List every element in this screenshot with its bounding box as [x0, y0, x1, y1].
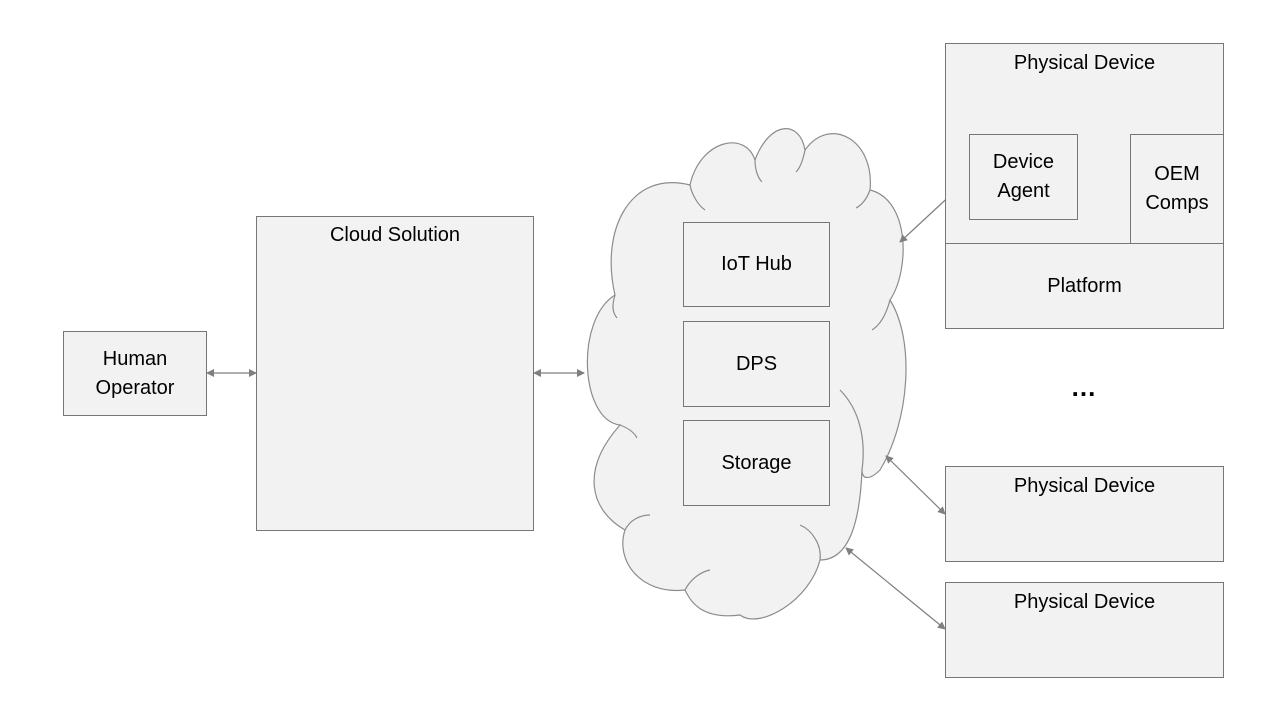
- oem-comps-line1: OEM: [1154, 163, 1200, 185]
- device-agent-line2: Agent: [997, 180, 1050, 202]
- oem-comps-box: OEM Comps: [1130, 134, 1224, 244]
- iot-hub-box: IoT Hub: [683, 222, 830, 307]
- storage-box: Storage: [683, 420, 830, 506]
- human-operator-box: Human Operator: [63, 331, 207, 416]
- platform-box: Platform: [945, 243, 1224, 329]
- device-agent-line1: Device: [992, 151, 1055, 173]
- device-agent-box: Device Agent: [969, 134, 1078, 220]
- iot-hub-label: IoT Hub: [721, 253, 792, 275]
- cloud-solution-box: Cloud Solution: [256, 216, 534, 531]
- arrow-cloud-device2: [885, 455, 946, 515]
- more-devices-ellipsis: ...: [1071, 372, 1097, 402]
- arrow-cloud-device3: [845, 547, 946, 630]
- storage-label: Storage: [721, 451, 792, 474]
- oem-comps-line2: Comps: [1145, 192, 1209, 214]
- dps-box: DPS: [683, 321, 830, 407]
- cloud-solution-label: Cloud Solution: [329, 224, 461, 246]
- human-operator-line2: Operator: [95, 376, 175, 399]
- physical-device-3: Physical Device: [945, 582, 1224, 678]
- physical-device-3-title: Physical Device: [1013, 591, 1156, 613]
- human-operator-line1: Human: [102, 347, 168, 370]
- platform-label: Platform: [1047, 274, 1122, 297]
- physical-device-2-title: Physical Device: [1013, 475, 1156, 497]
- dps-label: DPS: [735, 352, 778, 375]
- physical-device-2: Physical Device: [945, 466, 1224, 562]
- physical-device-main-title: Physical Device: [1013, 52, 1156, 74]
